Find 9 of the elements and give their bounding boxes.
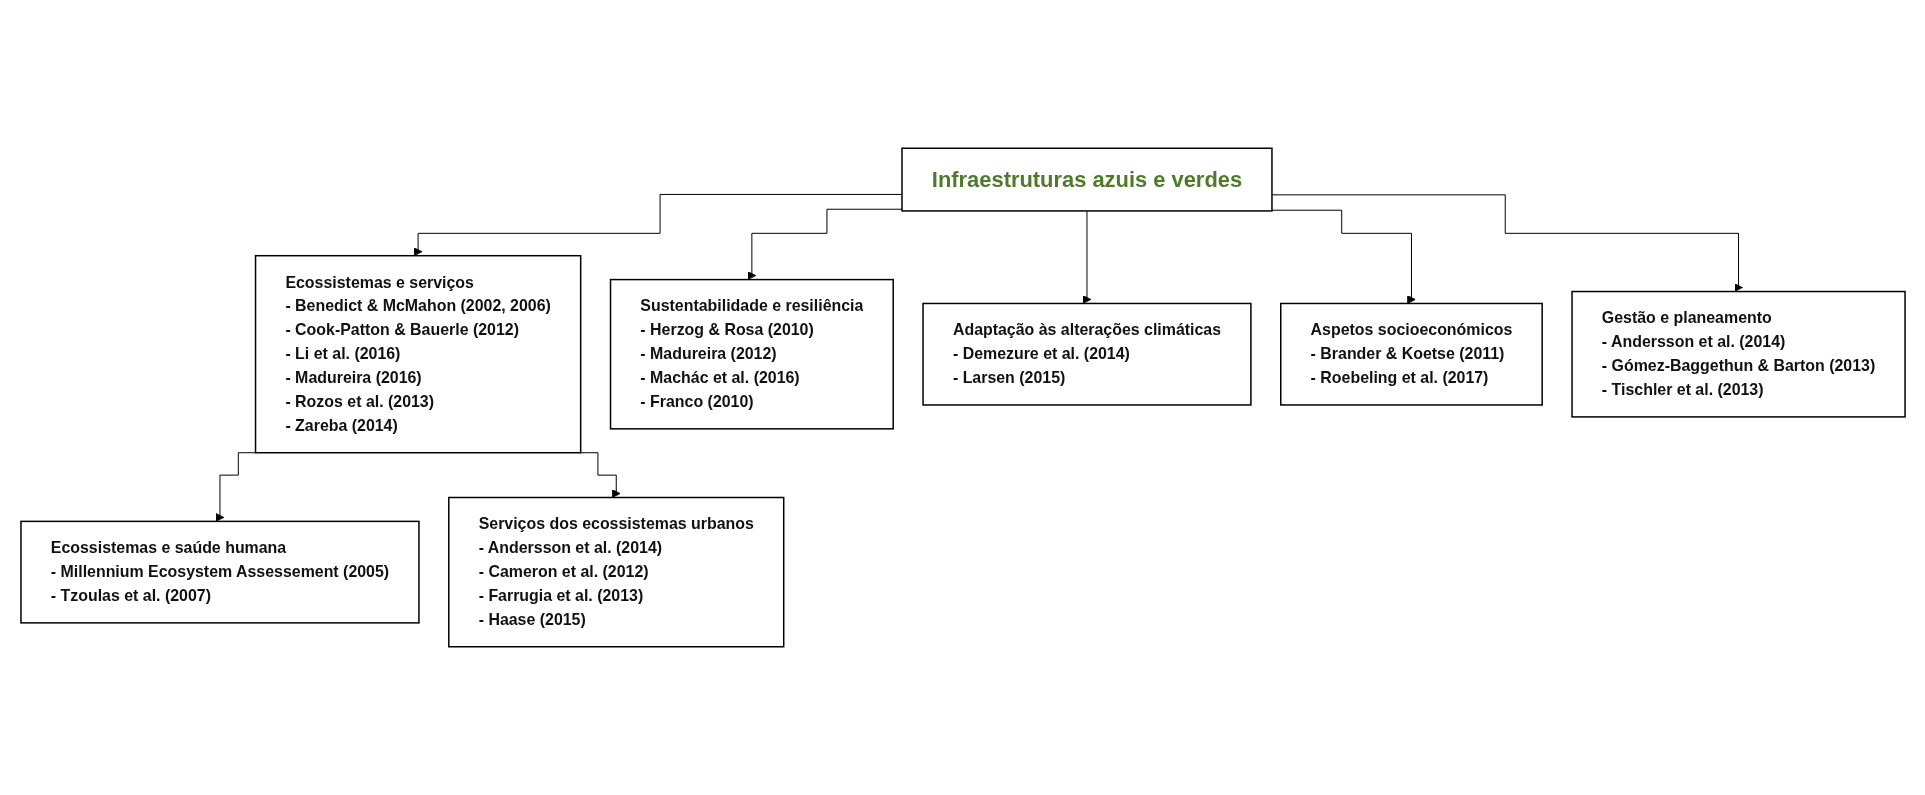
node-box [900,147,1273,212]
node-box [1570,290,1906,418]
flowchart-drawing: Infraestruturas azuis e verdes Ecossistemas e serviços - Benedict & McMahon (2002, 2006) - Cook-Patton & Bauerle (2012) - Li et al. (2016) - Madureira (2016) - Rozos et al. (2013) - Zareba (2014) Sustentabilidade e resiliência - Herzog & Rosa (2010) - Madureira (2012) - Machác et al. (2016) - Franco (2010) Adaptação às alterações climáticas - Demezure et al. (2014) - Larsen (2015) Aspetos socioeconómicos - Brander & Koetse (2011) - Roebeling et al. (2017) Gestão e planeamento - Andersson et al. (2014) - Gómez-Baggethun & Barton (2013) - Tischler et al. (2013) Ecossistemas e saúde humana - Millennium Ecosystem Assessement (2005) - Tzoulas et al. (2007) Serviços dos ecossistemas urbanos - Andersson et al. (2014) - Cameron et al. (2012) - Farrugia et al. (2013) - Haase (2015) [12,5,1913,790]
node-box [921,302,1252,406]
node-box [1279,302,1543,406]
node-box [447,496,784,648]
node-box [609,278,894,430]
node-box [19,520,420,624]
node-box [254,254,581,454]
